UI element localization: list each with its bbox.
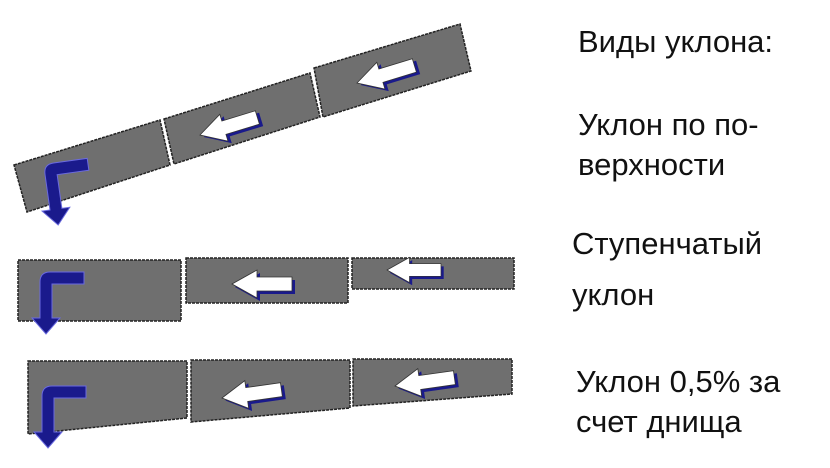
bottom-slope-row — [27, 358, 513, 449]
diagram-title: Виды уклона: — [578, 24, 774, 59]
stepped-slope-row — [17, 257, 515, 335]
slab-block — [13, 119, 171, 213]
bottom-slope-label-line2: счет днища — [576, 404, 742, 439]
surface-slope-row — [13, 23, 472, 228]
surface-slope-label-line1: Уклон по по- — [578, 107, 759, 142]
stepped-slope-label-line1: Ступенчатый — [572, 226, 763, 261]
surface-slope-label-line2: верхности — [578, 147, 726, 182]
slab-block — [27, 360, 188, 435]
bottom-slope-label-line1: Уклон 0,5% за — [576, 364, 781, 399]
stepped-slope-label-line2: уклон — [572, 277, 655, 312]
